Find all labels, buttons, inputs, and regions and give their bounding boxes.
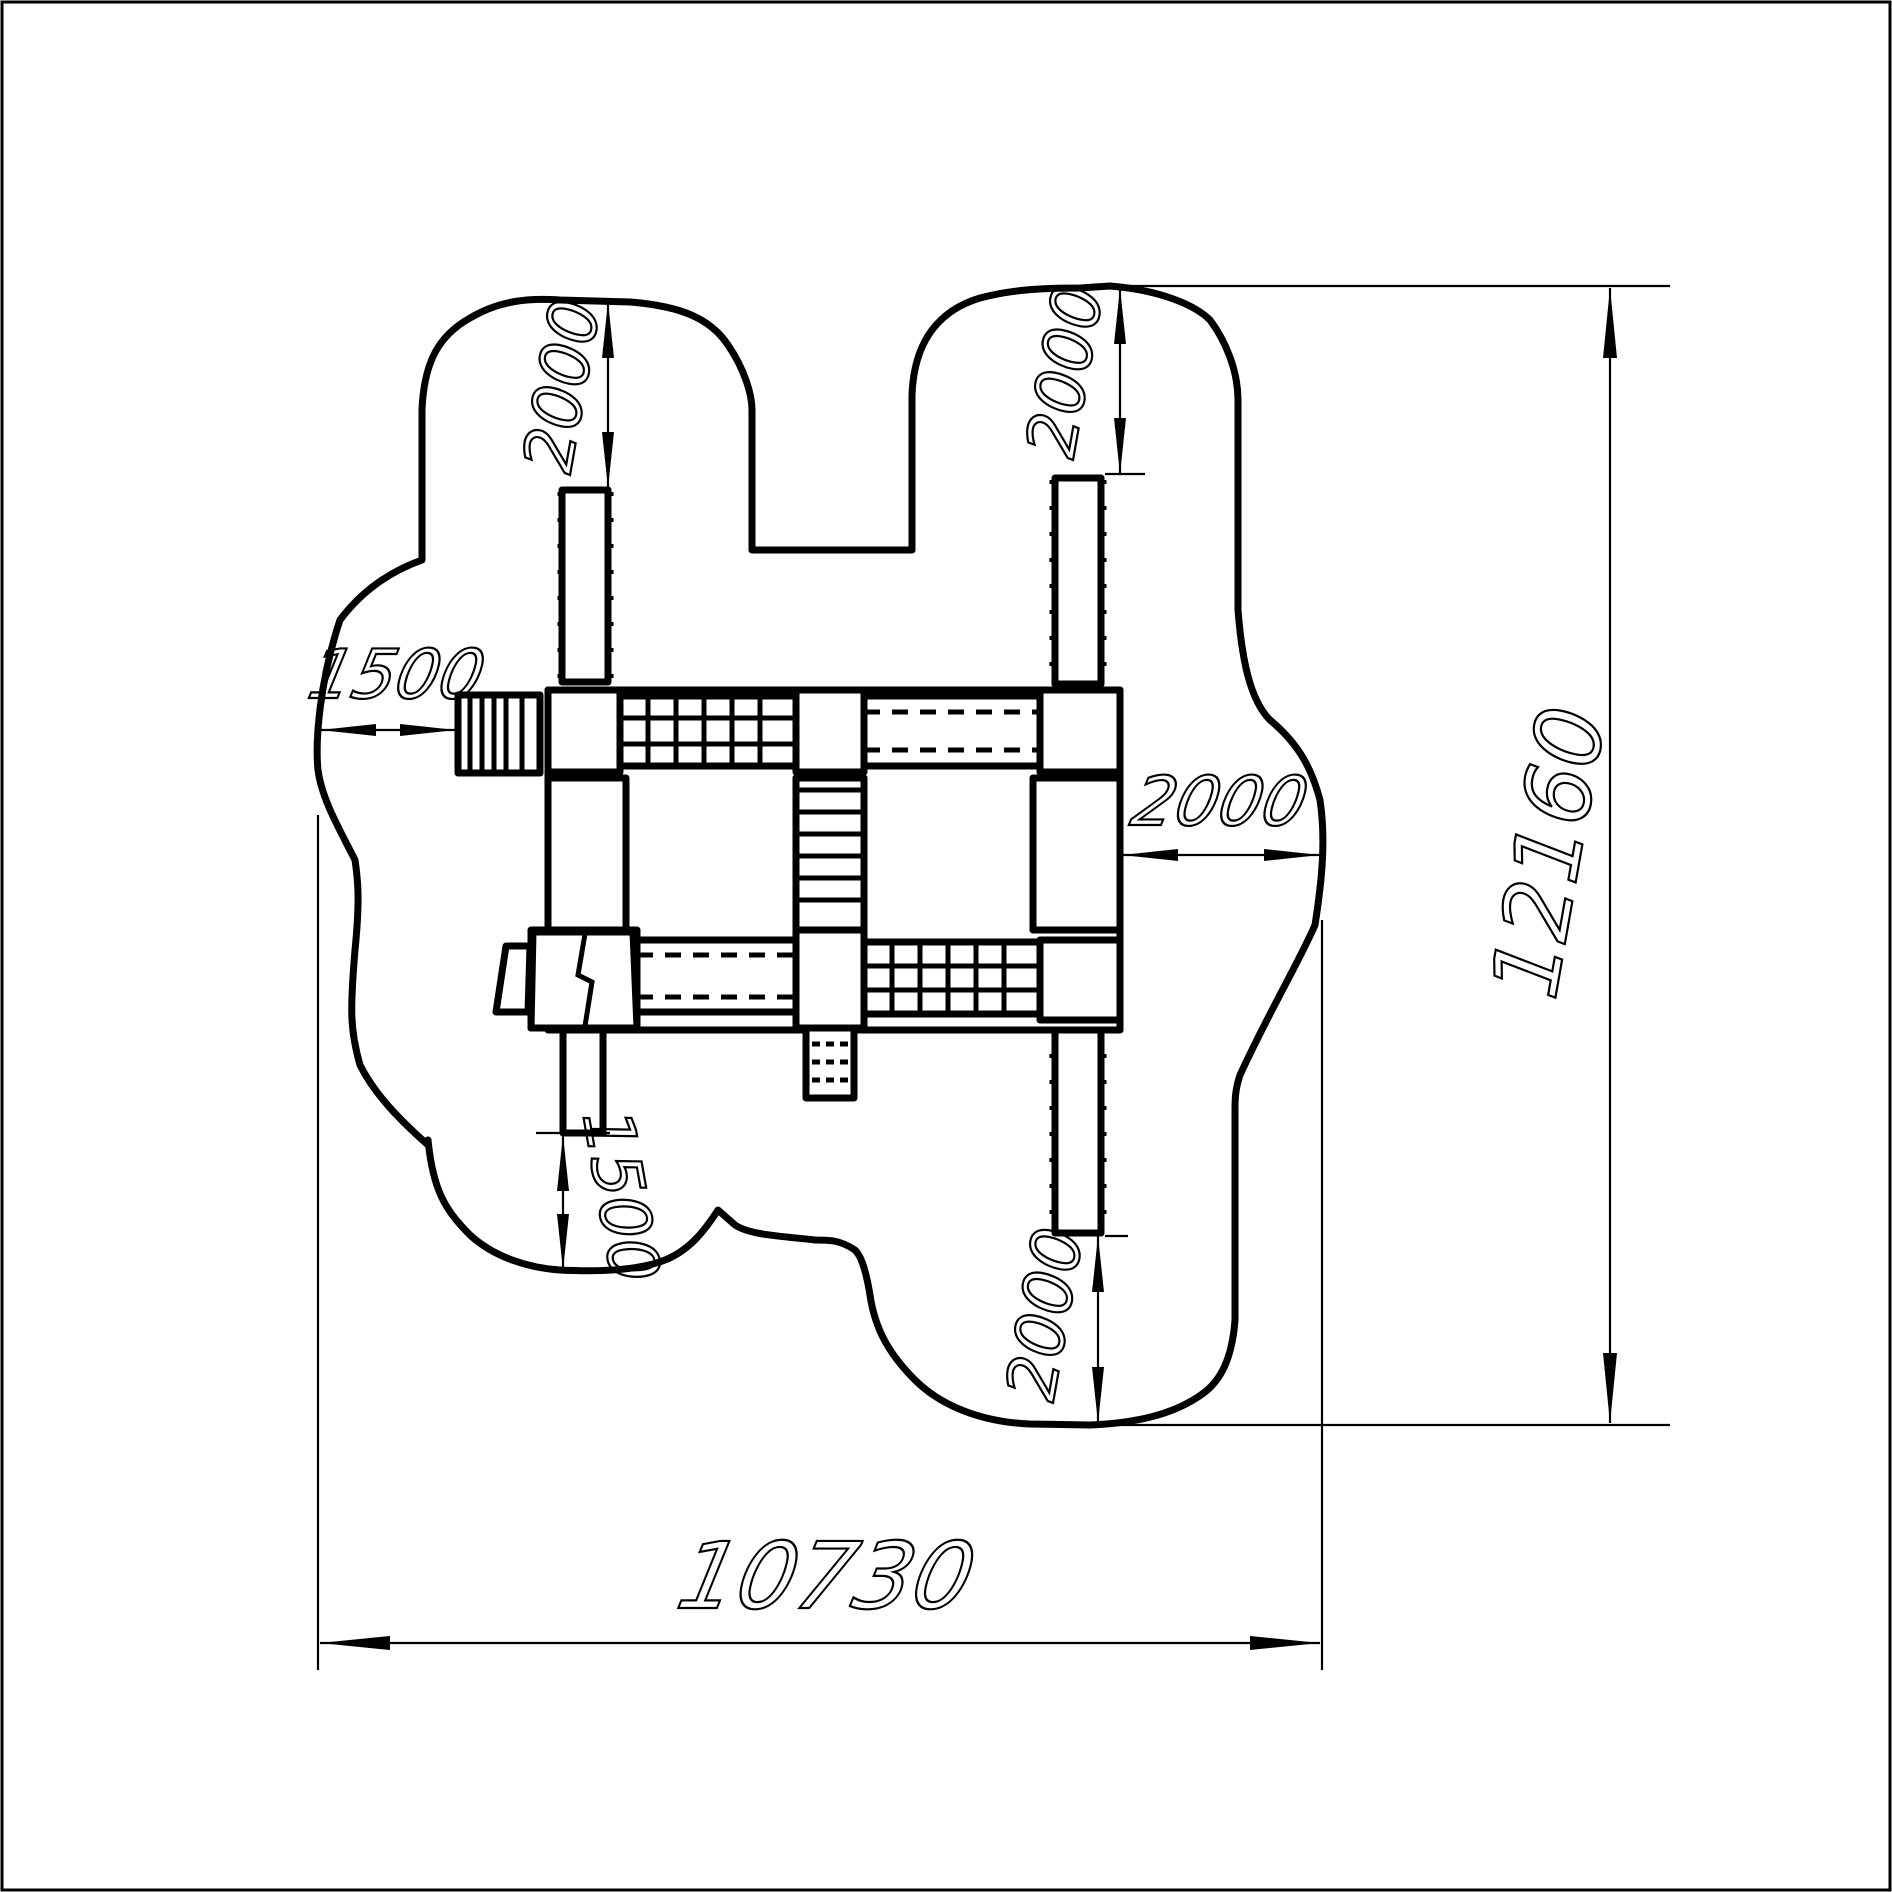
dim-label-left: 1500 — [301, 635, 493, 716]
extension-lines — [316, 284, 1670, 1670]
slide-bottom-left — [559, 1021, 607, 1137]
dim-label-overall-width: 10730 — [668, 1522, 986, 1631]
slide-bottom-right — [1051, 1021, 1105, 1237]
safety-zone-outline — [313, 282, 1327, 1429]
svg-text:1500: 1500 — [302, 636, 492, 715]
play-structure — [454, 474, 1124, 1237]
bar-panel-top-right — [860, 692, 1044, 770]
bar-panel-bottom-left — [633, 936, 800, 1016]
dim-label-right: 2000 — [1124, 762, 1316, 843]
svg-text:2000: 2000 — [1125, 763, 1315, 842]
svg-text:10730: 10730 — [669, 1523, 984, 1630]
slide-top-right — [1051, 474, 1105, 688]
slide-top-left — [558, 486, 612, 686]
side-panel-left — [492, 942, 534, 1016]
